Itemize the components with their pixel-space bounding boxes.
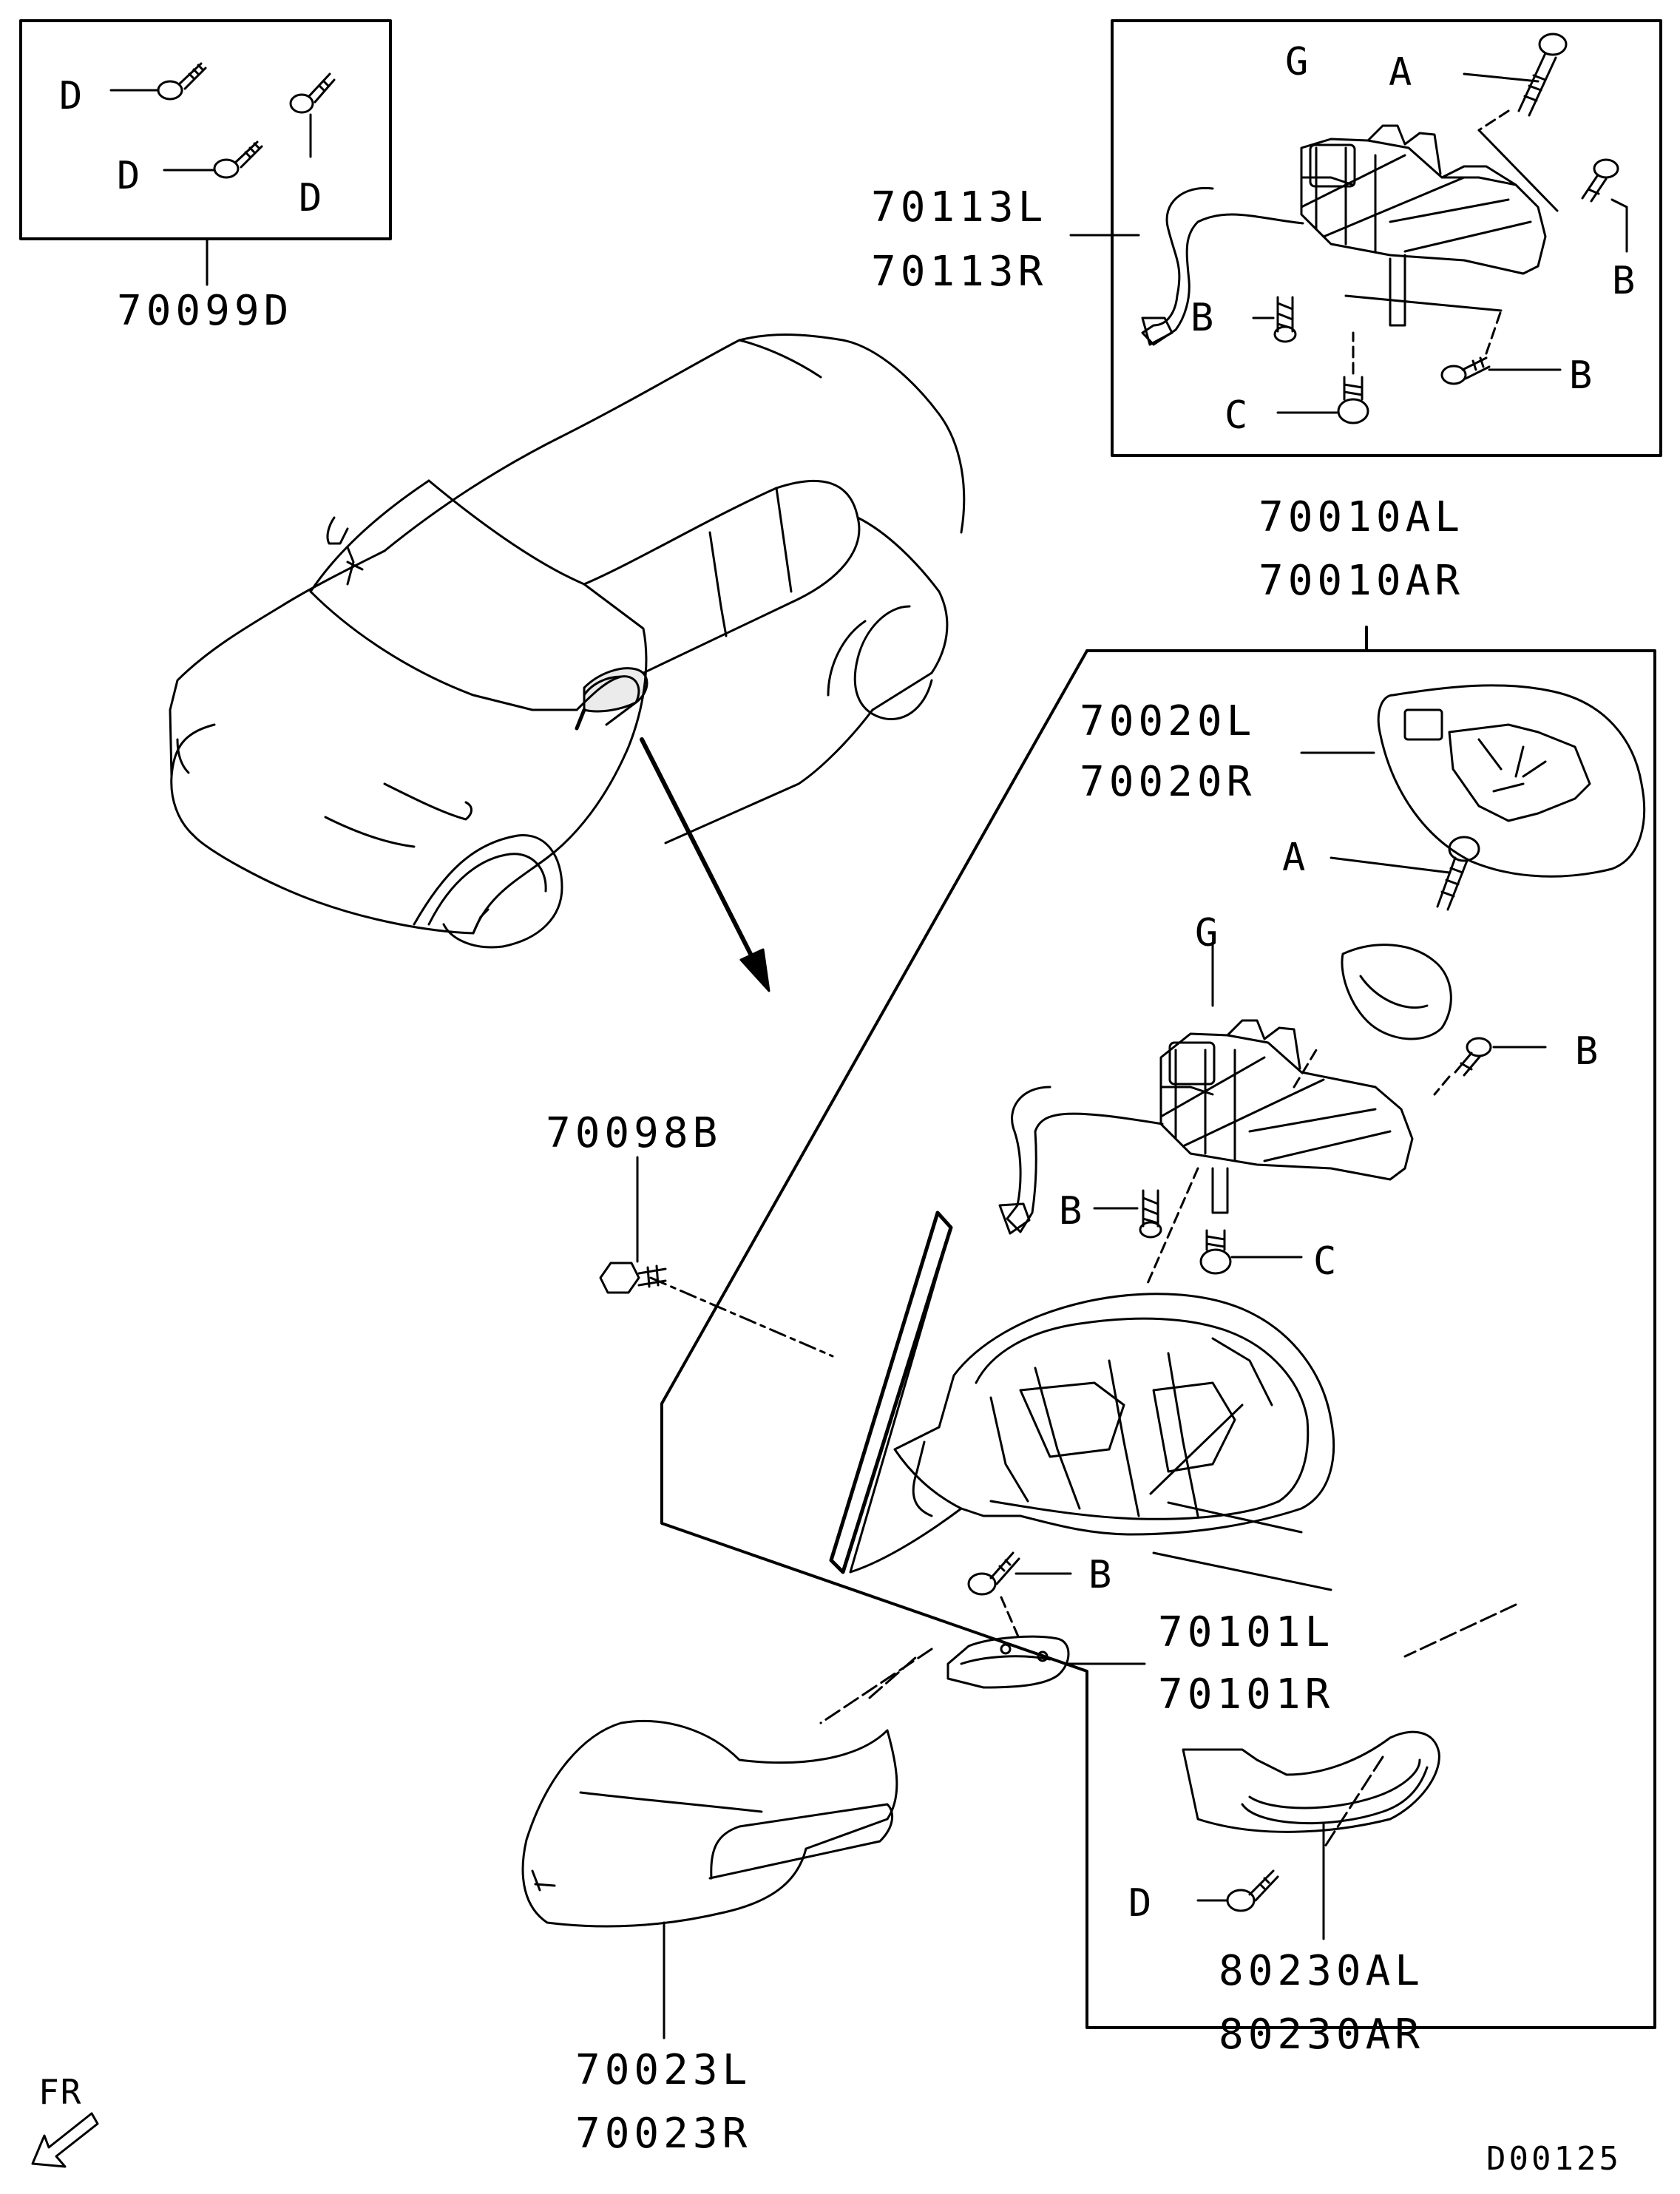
screw-d-1 [109,62,207,101]
part-number-bolt: 70098B [546,1109,722,1157]
part-number-mirror-assy-l: 70010AL [1259,493,1465,541]
part-number-actuator-l: 70113L [871,183,1048,231]
label-d-2: D [117,154,140,198]
label-b-main-left: B [1059,1189,1083,1233]
screw-b-main-left [1093,1189,1162,1239]
label-a-main: A [1282,836,1306,880]
actuator-inset-box [1111,19,1662,457]
part-number-side-lamp-l: 80230AL [1219,1947,1425,1995]
screw-b-inset-bottom [1344,294,1562,385]
part-number-glass-r: 70020R [1080,758,1256,806]
actuator-inset-drawing [1141,124,1547,346]
mirror-base-drawing [649,1211,1517,1658]
label-b-inset-bottom: B [1569,353,1593,398]
label-b-inset-left: B [1190,296,1214,340]
label-a-inset: A [1389,50,1412,95]
screw-b-main-bottom [967,1551,1072,1643]
screw-c-inset [1276,331,1369,424]
label-b-main-right: B [1575,1029,1599,1074]
side-lamp-drawing [1182,1730,1440,1940]
label-c-main: C [1313,1239,1337,1284]
part-number-garnish-r: 70101R [1158,1670,1335,1719]
bolt-a-inset [1463,33,1568,212]
part-number-side-lamp-r: 80230AR [1219,2011,1425,2059]
label-g-inset: G [1285,40,1309,84]
label-g-main: G [1195,911,1219,955]
label-d-1: D [59,74,83,118]
part-number-garnish-l: 70101L [1158,1608,1335,1656]
screw-b-main-right [1433,1037,1547,1096]
part-number-mirror-assy-r: 70010AR [1259,557,1465,605]
mirror-assembly-outline [660,626,1656,2029]
front-indicator-label: FR [38,2072,83,2112]
part-number-screws-kit: 70099D [117,287,294,335]
screw-b-inset-left [1252,296,1297,343]
label-d-lamp: D [1128,1881,1152,1926]
vehicle-mirror-highlight [575,667,648,731]
label-c-inset: C [1225,393,1248,438]
direction-arrow [640,737,770,992]
vehicle-outline [169,333,966,949]
screw-d-3 [289,72,336,158]
part-number-cover-r: 70023R [575,2110,752,2158]
mirror-cover-drawing [521,1655,918,2039]
fr-arrow [31,2112,99,2168]
screws-kit-inset-box [19,19,392,240]
part-number-actuator-r: 70113R [871,248,1048,296]
screw-c-main [1145,1167,1303,1288]
actuator-motor-drawing [1211,944,1452,1040]
actuator-main-drawing [998,1019,1414,1235]
screw-d-lamp [1196,1869,1279,1912]
bolt-70098b [599,1156,667,1294]
garnish-drawing [819,1635,1146,1724]
diagram-code: D00125 [1486,2140,1622,2178]
label-b-main-bottom: B [1088,1553,1112,1597]
screw-d-2 [163,140,263,179]
label-b-inset-right: B [1612,259,1636,303]
screw-b-inset-right [1581,158,1628,253]
mirror-glass-drawing [1300,684,1646,878]
part-number-glass-l: 70020L [1080,697,1256,745]
part-number-cover-l: 70023L [575,2046,752,2094]
bolt-a-main [1330,836,1480,911]
label-d-3: D [299,176,322,220]
